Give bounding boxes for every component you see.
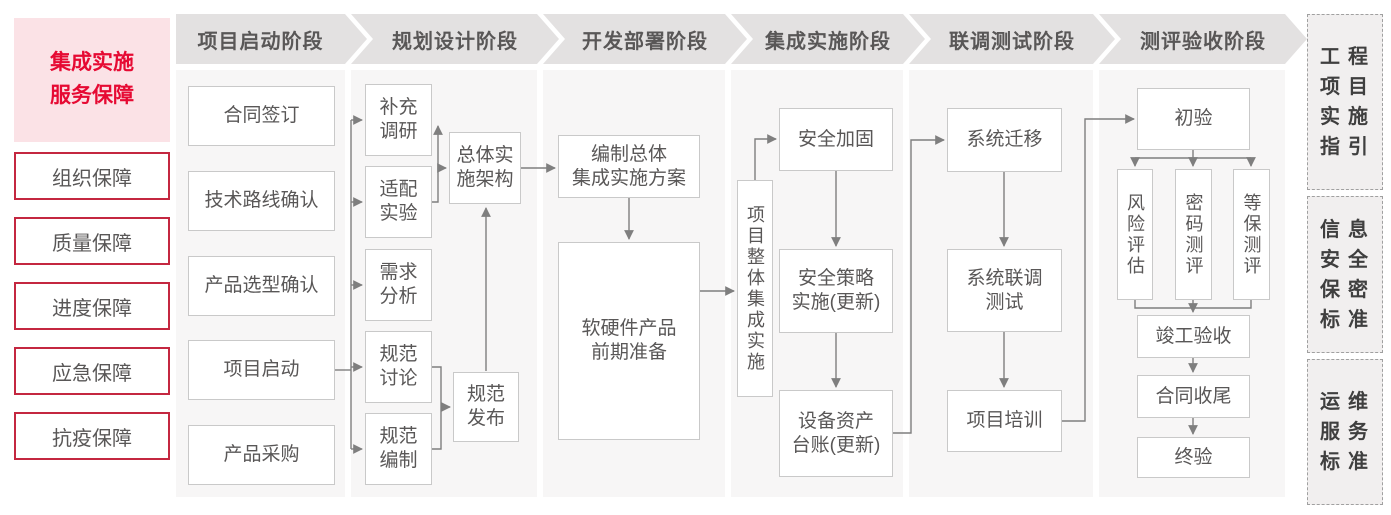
node-crypto-evaluation: 密码测评 bbox=[1175, 169, 1212, 300]
node-completion-acceptance: 竣工验收 bbox=[1137, 315, 1250, 358]
sidebar-item-organization-guarantee: 组织保障 bbox=[14, 152, 170, 200]
phase-header-joint-testing: 联调测试阶段 bbox=[909, 14, 1115, 64]
standard-project-implementation-guide: 工程 项目 实施 指引 bbox=[1307, 14, 1383, 190]
standard-om-service: 运维 服务 标准 bbox=[1307, 359, 1383, 505]
node-spec-release: 规范 发布 bbox=[453, 372, 519, 442]
node-project-training: 项目培训 bbox=[947, 390, 1062, 452]
node-supplementary-research: 补充 调研 bbox=[365, 84, 432, 156]
phase-header-planning-design: 规划设计阶段 bbox=[351, 14, 559, 64]
node-joint-debugging-test: 系统联调 测试 bbox=[947, 249, 1062, 332]
node-tech-route-confirm: 技术路线确认 bbox=[188, 171, 335, 231]
node-adaptation-experiment: 适配 实验 bbox=[365, 166, 432, 238]
node-classified-protection-evaluation: 等保测评 bbox=[1233, 169, 1270, 300]
sidebar-item-schedule-guarantee: 进度保障 bbox=[14, 282, 170, 330]
node-final-acceptance: 终验 bbox=[1137, 437, 1250, 478]
node-spec-compilation: 规范 编制 bbox=[365, 413, 432, 485]
node-product-procurement: 产品采购 bbox=[188, 425, 335, 485]
node-project-kickoff: 项目启动 bbox=[188, 340, 335, 400]
node-initial-acceptance: 初验 bbox=[1137, 88, 1250, 150]
sidebar-title: 集成实施 服务保障 bbox=[14, 18, 170, 142]
node-system-migration: 系统迁移 bbox=[947, 108, 1062, 172]
node-spec-discussion: 规范 讨论 bbox=[365, 331, 432, 403]
node-overall-integration-plan: 编制总体 集成实施方案 bbox=[558, 135, 700, 198]
node-overall-project-integration: 项目整体集成实施 bbox=[737, 180, 773, 397]
node-contract-closure: 合同收尾 bbox=[1137, 375, 1250, 418]
phase-header-dev-deployment: 开发部署阶段 bbox=[543, 14, 747, 64]
phase-header-integration-implementation: 集成实施阶段 bbox=[731, 14, 925, 64]
phase-header-project-kickoff: 项目启动阶段 bbox=[176, 14, 367, 64]
node-product-selection-confirm: 产品选型确认 bbox=[188, 256, 335, 316]
sidebar-item-emergency-guarantee: 应急保障 bbox=[14, 347, 170, 395]
node-contract-signing: 合同签订 bbox=[188, 86, 335, 146]
standard-infosec-confidentiality: 信息 安全 保密 标准 bbox=[1307, 196, 1383, 353]
node-security-hardening: 安全加固 bbox=[779, 108, 893, 171]
node-overall-implementation-architecture: 总体实 施架构 bbox=[449, 132, 521, 204]
node-requirement-analysis: 需求 分析 bbox=[365, 249, 432, 321]
sidebar-item-epidemic-guarantee: 抗疫保障 bbox=[14, 412, 170, 460]
sidebar-item-quality-guarantee: 质量保障 bbox=[14, 217, 170, 265]
node-security-policy-implementation: 安全策略 实施(更新) bbox=[779, 249, 893, 333]
node-hw-sw-preparation: 软硬件产品 前期准备 bbox=[558, 242, 700, 440]
node-asset-ledger-update: 设备资产 台账(更新) bbox=[779, 390, 893, 477]
node-risk-assessment: 风险评估 bbox=[1117, 169, 1153, 300]
phase-header-evaluation-acceptance: 测评验收阶段 bbox=[1099, 14, 1307, 64]
